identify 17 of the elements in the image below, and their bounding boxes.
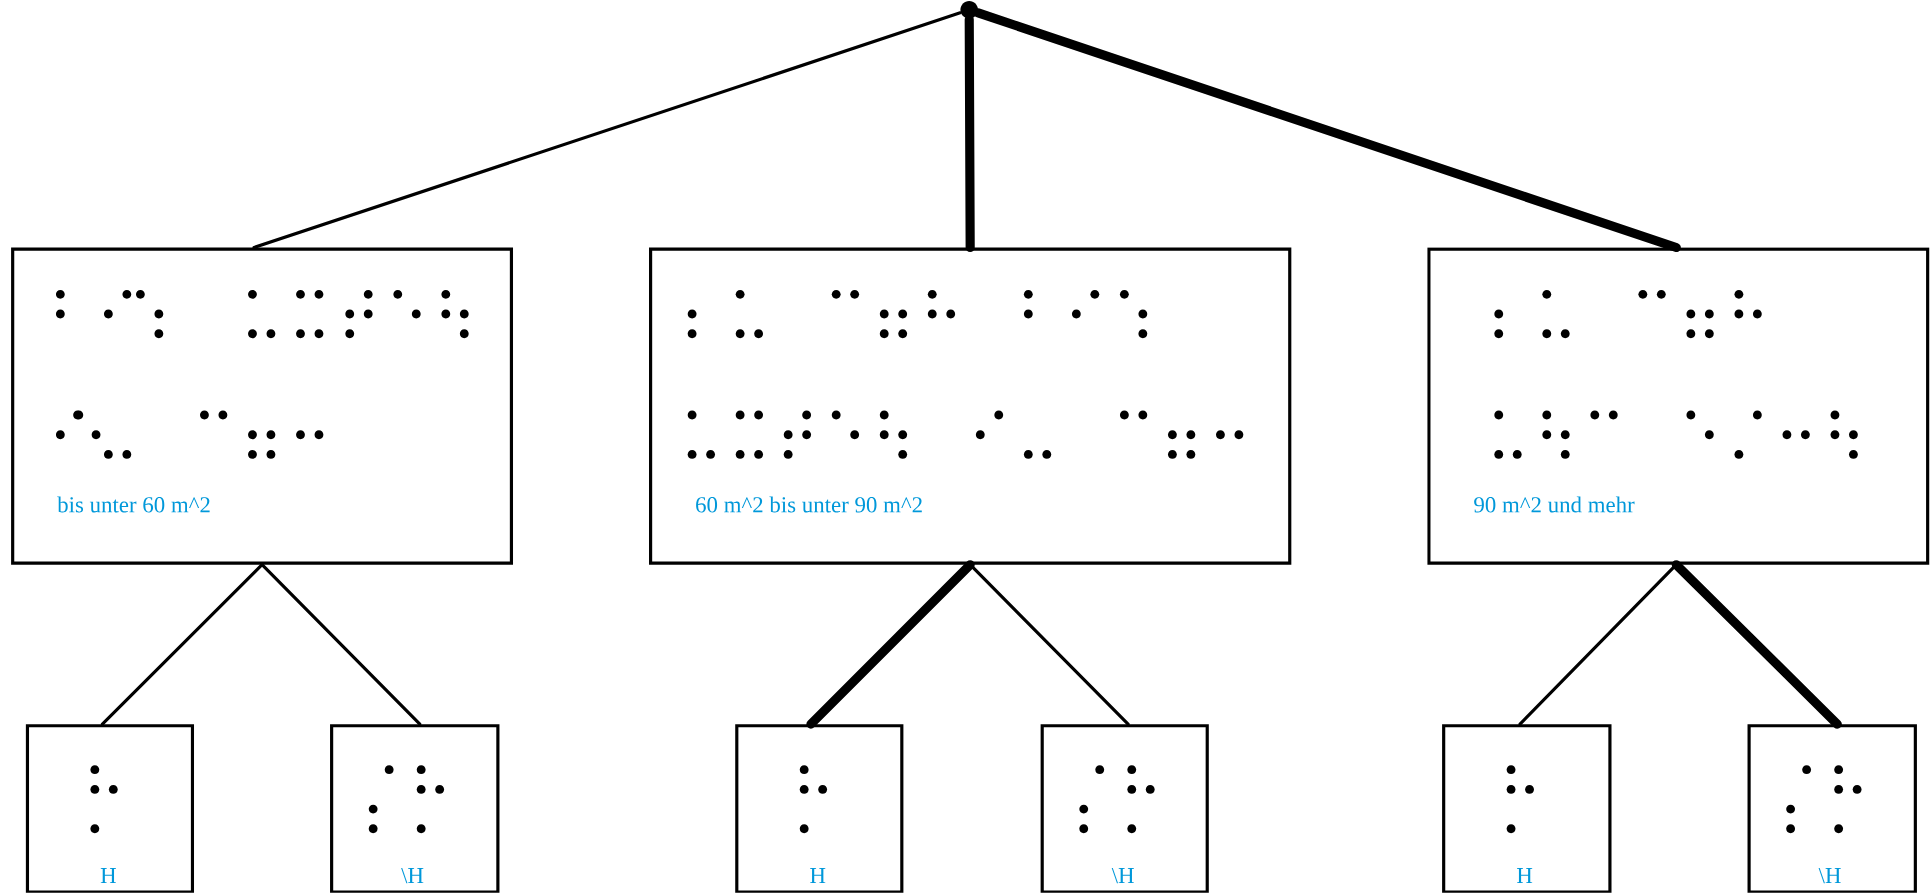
connector-line: [100, 563, 264, 726]
leaf-box: H: [1442, 724, 1612, 893]
connector-line: [260, 563, 422, 726]
category-box: bis unter 60 m^2: [11, 247, 513, 565]
category-box: 90 m^2 und mehr: [1427, 247, 1930, 565]
leaf-box: \H: [330, 724, 500, 893]
leaf-box: \H: [1040, 724, 1209, 893]
connector-line: [806, 560, 975, 729]
connector-line: [1671, 560, 1842, 729]
leaf-box: H: [25, 724, 195, 893]
leaf-box: H: [735, 724, 904, 893]
connector-line: [964, 14, 975, 253]
connector-line: [973, 8, 1681, 253]
junction-dot: [960, 1, 978, 19]
leaf-box: \H: [1747, 724, 1917, 893]
connector-line: [252, 11, 962, 250]
category-box: 60 m^2 bis unter 90 m^2: [649, 247, 1292, 565]
